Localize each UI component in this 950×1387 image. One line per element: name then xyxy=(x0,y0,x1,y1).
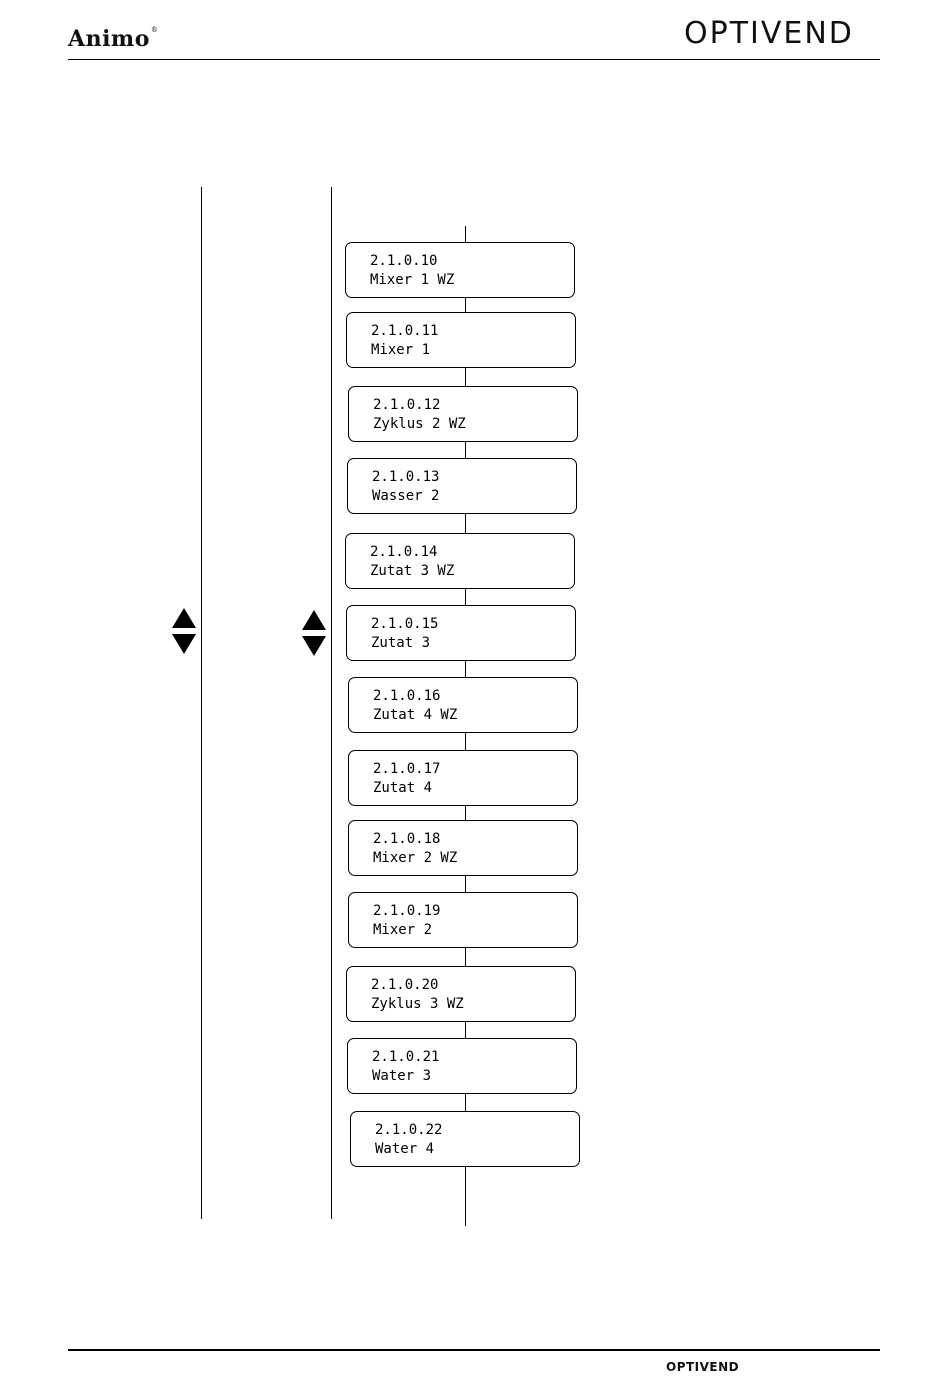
up-down-arrow-icon xyxy=(172,608,196,656)
menu-box[interactable]: 2.1.0.17 Zutat 4 xyxy=(348,750,578,806)
menu-label: Mixer 2 WZ xyxy=(373,849,577,868)
menu-box[interactable]: 2.1.0.22 Water 4 xyxy=(350,1111,580,1167)
middle-column-line xyxy=(331,187,332,1219)
menu-code: 2.1.0.17 xyxy=(373,760,577,779)
menu-code: 2.1.0.11 xyxy=(371,322,575,341)
menu-box[interactable]: 2.1.0.12 Zyklus 2 WZ xyxy=(348,386,578,442)
menu-label: Zutat 3 WZ xyxy=(370,562,574,581)
menu-label: Water 4 xyxy=(375,1140,579,1159)
menu-label: Zyklus 2 WZ xyxy=(373,415,577,434)
menu-code: 2.1.0.22 xyxy=(375,1121,579,1140)
menu-label: Mixer 1 WZ xyxy=(370,271,574,290)
menu-code: 2.1.0.20 xyxy=(371,976,575,995)
menu-label: Zutat 4 xyxy=(373,779,577,798)
menu-label: Wasser 2 xyxy=(372,487,576,506)
menu-code: 2.1.0.13 xyxy=(372,468,576,487)
menu-box[interactable]: 2.1.0.18 Mixer 2 WZ xyxy=(348,820,578,876)
registered-mark: ® xyxy=(151,26,159,34)
menu-code: 2.1.0.21 xyxy=(372,1048,576,1067)
menu-code: 2.1.0.14 xyxy=(370,543,574,562)
menu-code: 2.1.0.10 xyxy=(370,252,574,271)
footer-rule xyxy=(68,1349,880,1351)
menu-box[interactable]: 2.1.0.11 Mixer 1 xyxy=(346,312,576,368)
menu-box[interactable]: 2.1.0.21 Water 3 xyxy=(347,1038,577,1094)
footer-optivend-logo: OPTIVEND xyxy=(666,1360,739,1374)
menu-box[interactable]: 2.1.0.15 Zutat 3 xyxy=(346,605,576,661)
menu-label: Mixer 1 xyxy=(371,341,575,360)
menu-label: Zutat 4 WZ xyxy=(373,706,577,725)
menu-code: 2.1.0.19 xyxy=(373,902,577,921)
menu-box[interactable]: 2.1.0.14 Zutat 3 WZ xyxy=(345,533,575,589)
menu-box[interactable]: 2.1.0.13 Wasser 2 xyxy=(347,458,577,514)
menu-box[interactable]: 2.1.0.10 Mixer 1 WZ xyxy=(345,242,575,298)
optivend-logo: OPTIVEND xyxy=(684,16,854,51)
menu-box[interactable]: 2.1.0.16 Zutat 4 WZ xyxy=(348,677,578,733)
menu-label: Zutat 3 xyxy=(371,634,575,653)
menu-code: 2.1.0.12 xyxy=(373,396,577,415)
left-column-line xyxy=(201,187,202,1219)
menu-box[interactable]: 2.1.0.19 Mixer 2 xyxy=(348,892,578,948)
animo-logo: Animo® xyxy=(68,26,158,52)
menu-code: 2.1.0.16 xyxy=(373,687,577,706)
up-down-arrow-icon xyxy=(302,610,326,658)
menu-code: 2.1.0.18 xyxy=(373,830,577,849)
animo-logo-text: Animo xyxy=(68,26,150,52)
menu-label: Zyklus 3 WZ xyxy=(371,995,575,1014)
menu-label: Water 3 xyxy=(372,1067,576,1086)
menu-box[interactable]: 2.1.0.20 Zyklus 3 WZ xyxy=(346,966,576,1022)
menu-label: Mixer 2 xyxy=(373,921,577,940)
menu-code: 2.1.0.15 xyxy=(371,615,575,634)
header-rule xyxy=(68,59,880,60)
